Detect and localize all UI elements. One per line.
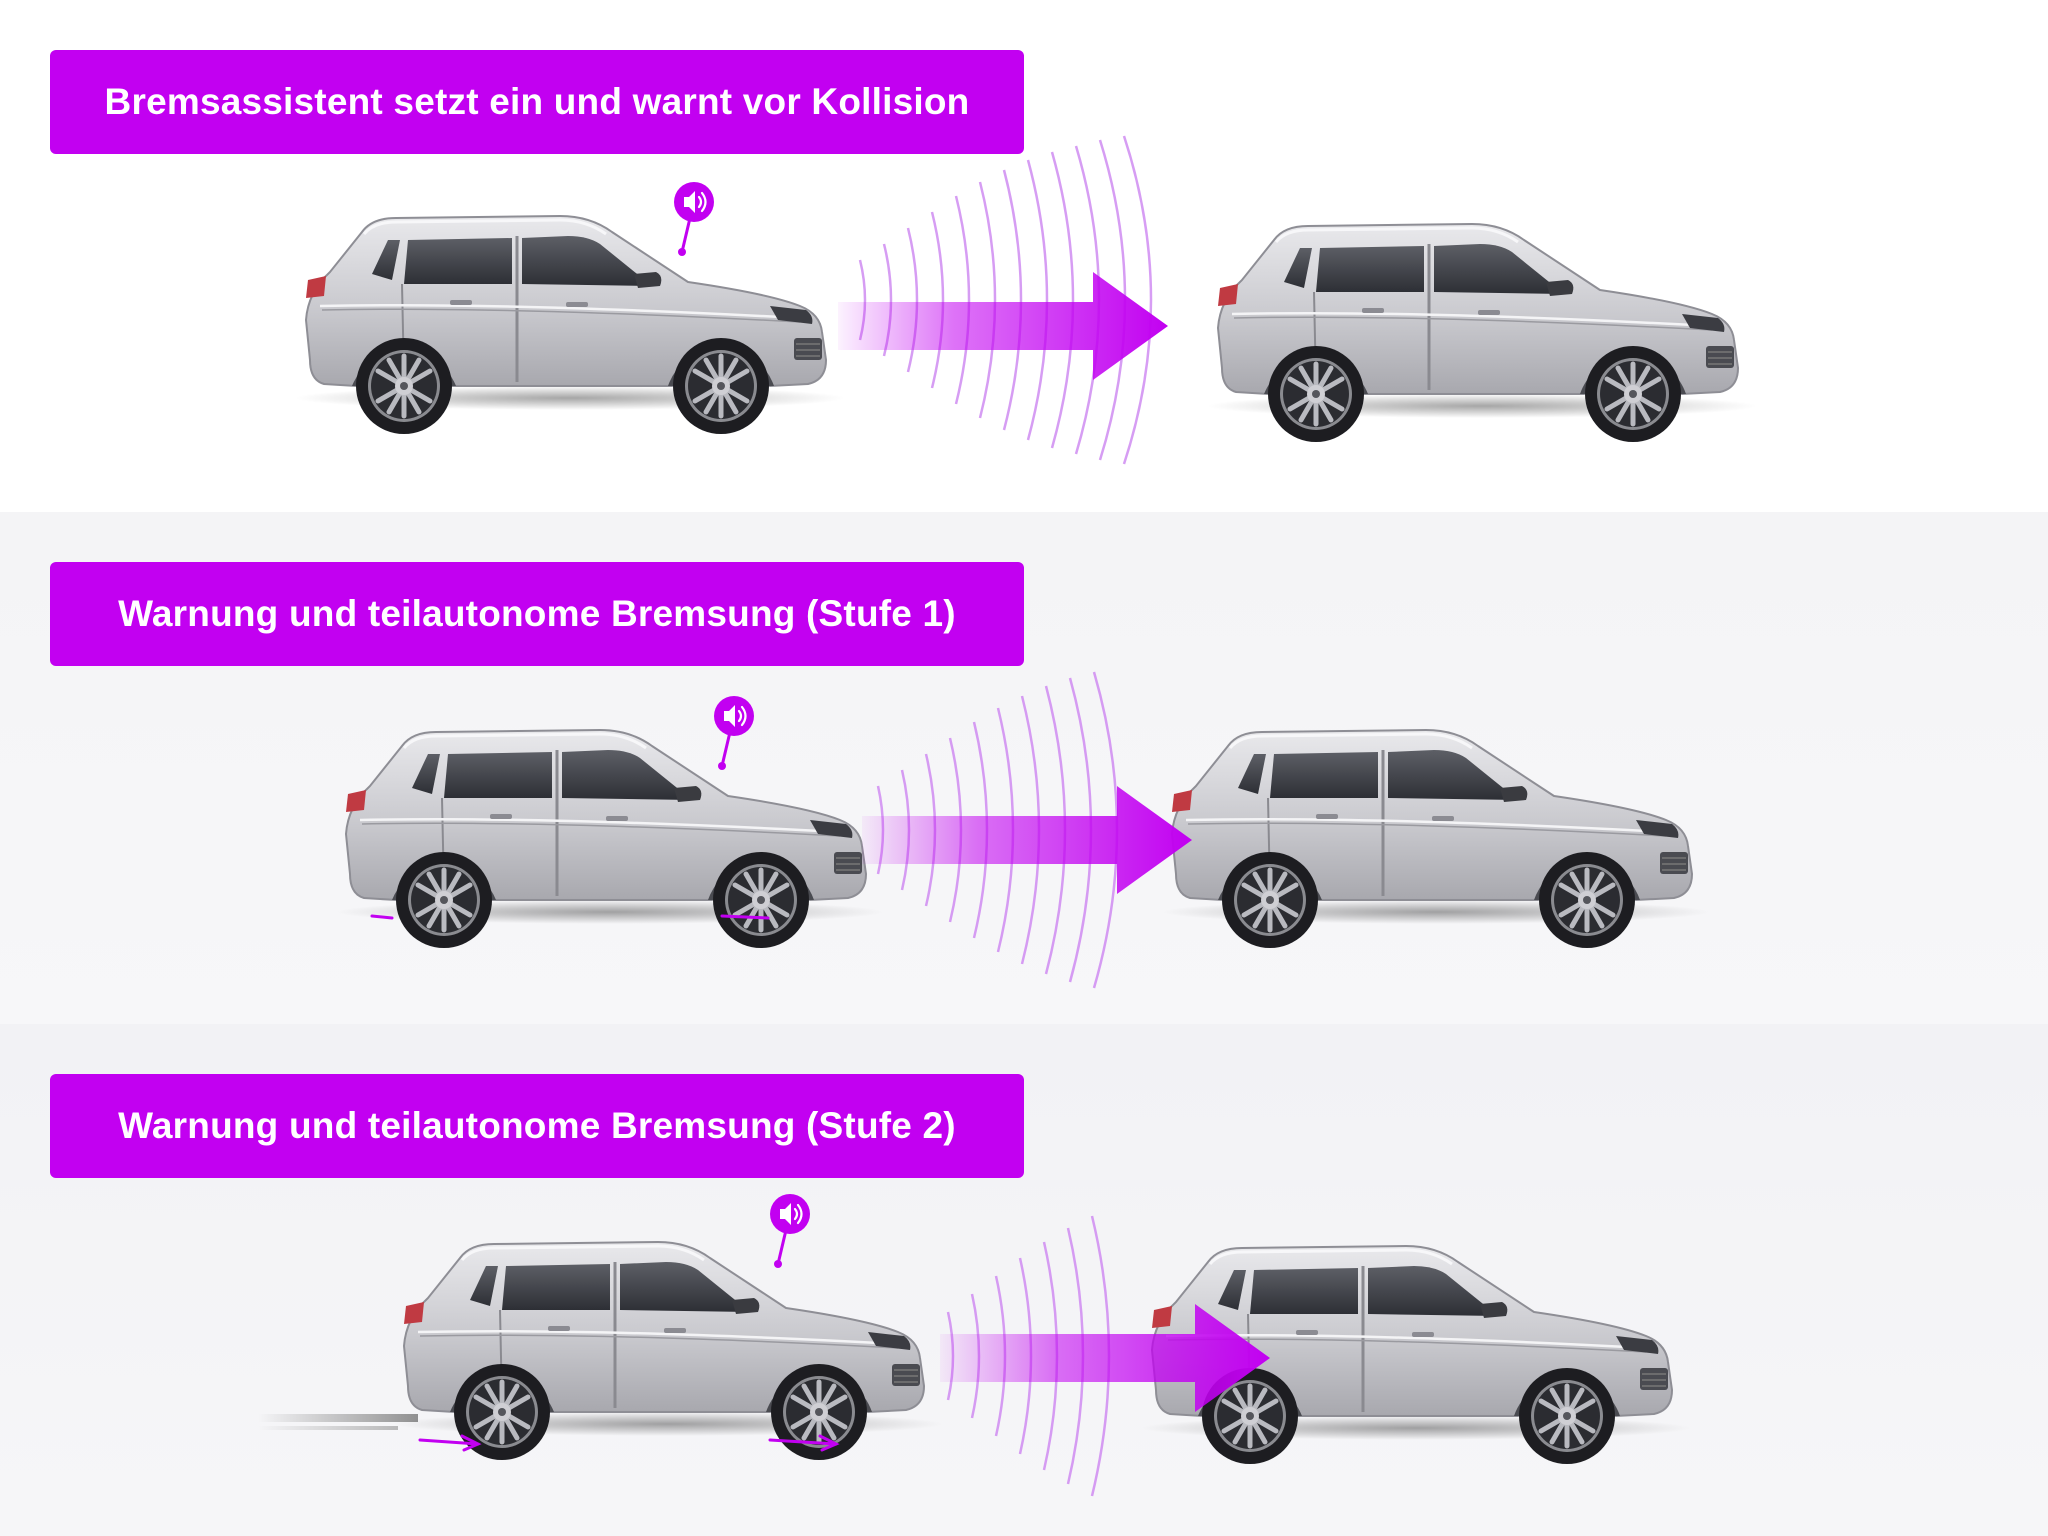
panel-3-scene <box>258 1192 1691 1497</box>
car-icon <box>335 730 885 948</box>
car-icon <box>393 1242 943 1460</box>
speaker-icon <box>712 694 756 772</box>
speaker-icon <box>672 180 716 258</box>
car-icon <box>295 216 845 434</box>
car-icon <box>1161 730 1711 948</box>
panel-3-title: Warnung und teilautonome Bremsung (Stufe… <box>50 1074 1024 1178</box>
panel-2-scene <box>335 671 1711 989</box>
skid-marks <box>258 1414 418 1422</box>
panel-2-title: Warnung und teilautonome Bremsung (Stufe… <box>50 562 1024 666</box>
car-icon <box>1207 224 1757 442</box>
panel-1-scene <box>295 135 1757 465</box>
speaker-icon <box>768 1192 812 1270</box>
arrow-right-icon <box>838 272 1168 380</box>
arrow-right-icon <box>862 786 1192 894</box>
panel-1-title: Bremsassistent setzt ein und warnt vor K… <box>50 50 1024 154</box>
